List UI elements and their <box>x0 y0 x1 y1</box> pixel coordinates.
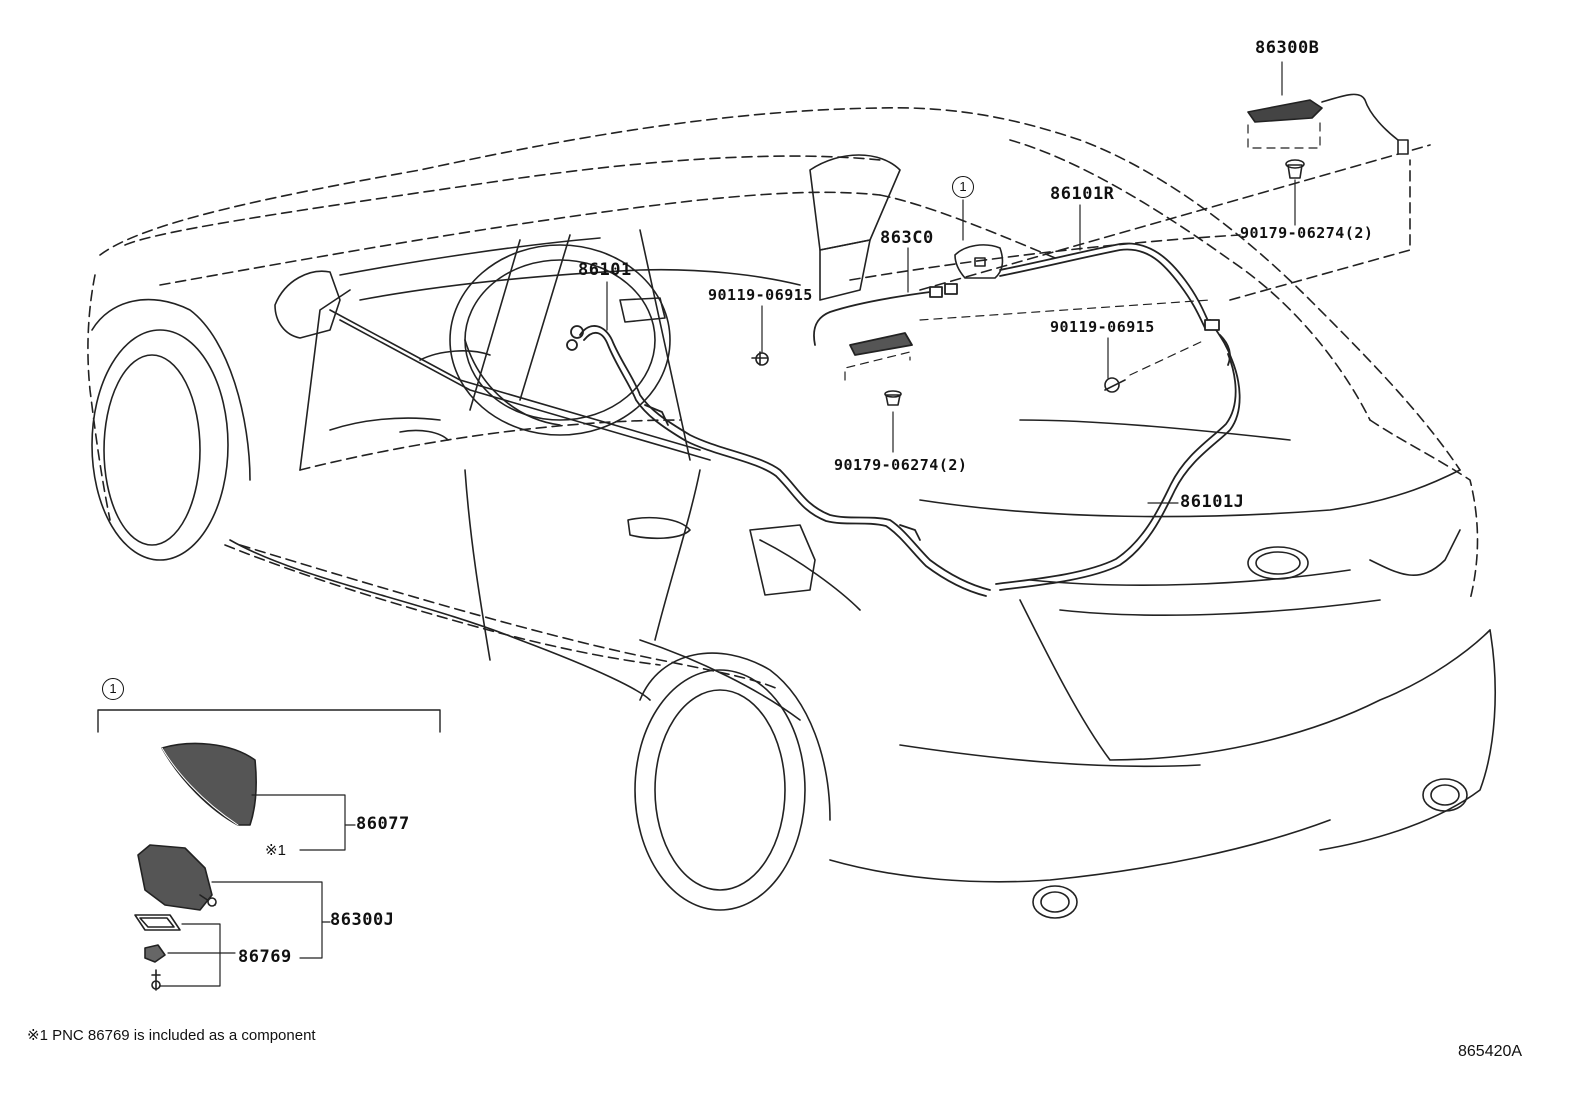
inset-bracket <box>97 709 441 733</box>
part-label-86300B: 86300B <box>1255 38 1320 58</box>
leader-lines <box>606 61 1296 504</box>
part-label-86300J: 86300J <box>330 910 395 930</box>
part-label-86769: 86769 <box>238 947 292 967</box>
part-label-86101: 86101 <box>578 260 632 280</box>
part-label-863C0: 863C0 <box>880 228 934 248</box>
footnote: ※1 PNC 86769 is included as a component <box>27 1027 316 1044</box>
antenna-cable-86101 <box>566 325 991 597</box>
bolt-90119-right <box>1104 377 1126 393</box>
part-label-86077: 86077 <box>356 814 410 834</box>
shark-fin-cover-86077 <box>161 742 257 826</box>
part-label-90179-top: 90179-06274(2) <box>1240 224 1374 242</box>
clip-90179-top <box>1285 159 1305 179</box>
reference-mark: ※1 <box>265 842 286 859</box>
antenna-cable-86101J <box>995 319 1241 591</box>
part-label-90119-right: 90119-06915 <box>1050 318 1155 336</box>
bolt-90119-left <box>751 351 769 366</box>
antenna-cable-86101R <box>999 242 1231 366</box>
inset-leaders <box>159 794 356 987</box>
part-label-86101R: 86101R <box>1050 184 1115 204</box>
antenna-base-86300J <box>137 844 217 911</box>
screw-86769 <box>151 969 161 991</box>
gasket-86769 <box>134 914 181 931</box>
roof-antenna-mount <box>954 244 1004 279</box>
callout-circle-inset: 1 <box>102 678 124 700</box>
nut-86769 <box>144 944 166 963</box>
car-body-outline <box>87 107 1479 691</box>
callout-circle-roof: 1 <box>952 176 974 198</box>
antenna-cable-863C0 <box>813 283 958 356</box>
diagram-code: 865420A <box>1458 1043 1523 1060</box>
clip-90179-mid <box>884 390 902 406</box>
amplifier-86300B <box>1247 93 1409 155</box>
part-label-90119-left: 90119-06915 <box>708 286 813 304</box>
part-label-90179-mid: 90179-06274(2) <box>834 456 968 474</box>
car-body-solid <box>91 154 1496 919</box>
part-label-86101J: 86101J <box>1180 492 1245 512</box>
